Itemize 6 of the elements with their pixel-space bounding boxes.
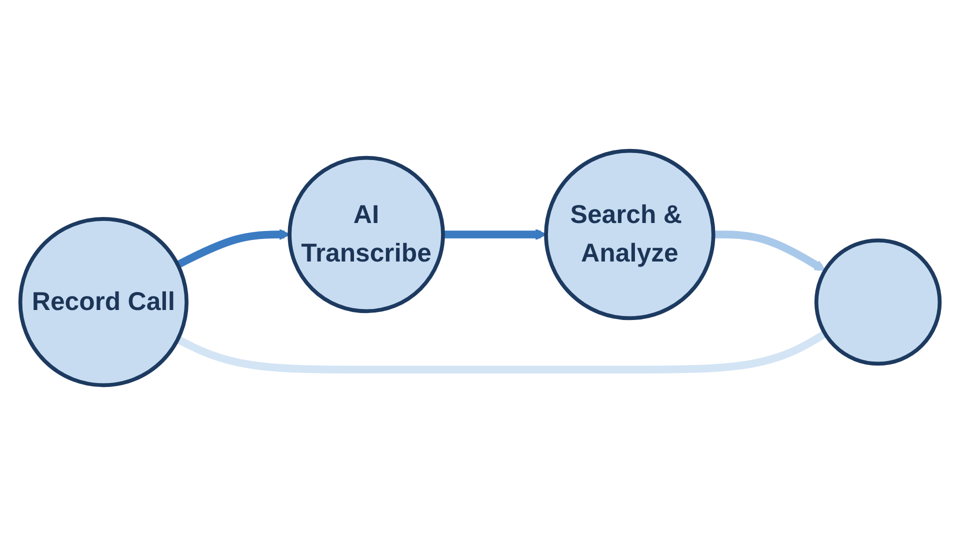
arrow [713, 230, 826, 272]
connector [176, 330, 828, 374]
node-circle: AI Transcribe [288, 156, 445, 314]
node-circle: Search & Analyze [544, 148, 716, 320]
node-circle [814, 238, 942, 366]
node-circle: Record Call [18, 217, 189, 388]
